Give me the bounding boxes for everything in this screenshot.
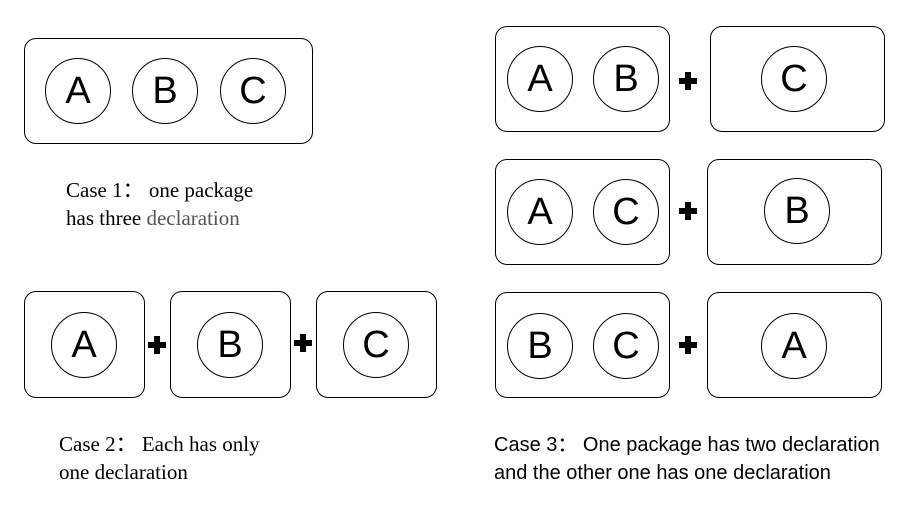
case2-package-c: C [316, 291, 437, 398]
case2-caption-line1: Case 2： Each has only [59, 432, 260, 456]
case3-row1-plus-icon [679, 72, 697, 90]
case3-row2-package-one: B [707, 159, 882, 265]
case1-package: A B C [24, 38, 313, 144]
case1-caption-line2-prefix: has three [66, 206, 147, 230]
case3-row1-package-two: A B [495, 26, 670, 132]
case3-row3-declaration-1: B [507, 313, 573, 379]
case2-package-b: B [170, 291, 291, 398]
case3-row3-declaration-2: C [593, 313, 659, 379]
case3-caption-line1: Case 3： One package has two declaration [494, 434, 880, 456]
case1-caption-line2-suffix: declaration [146, 206, 240, 230]
case1-caption-line1: Case 1： one package [66, 178, 254, 202]
case2-caption-line2: one declaration [59, 460, 188, 484]
case3-caption: Case 3： One package has two declaration … [494, 431, 880, 487]
case2-declaration-a: A [51, 312, 117, 378]
case3-row2-plus-icon [679, 202, 697, 220]
case1-declaration-b: B [132, 58, 198, 124]
case3-row2-declaration-single: B [764, 178, 830, 244]
case3-row2-package-two: A C [495, 159, 670, 265]
case3-caption-line2: and the other one has one declaration [494, 462, 831, 484]
case2-plus-icon-2 [294, 334, 312, 352]
case3-row3-package-two: B C [495, 292, 670, 398]
case2-package-a: A [24, 291, 145, 398]
case1-caption: Case 1： one package has three declaratio… [66, 176, 253, 232]
case3-row1-package-one: C [710, 26, 885, 132]
case3-row2-declaration-2: C [593, 179, 659, 245]
case1-declaration-c: C [220, 58, 286, 124]
case3-row3-plus-icon [679, 336, 697, 354]
case3-row3-package-one: A [707, 292, 882, 398]
case1-declaration-a: A [45, 58, 111, 124]
case3-row1-declaration-2: B [593, 46, 659, 112]
case2-caption: Case 2： Each has only one declaration [59, 430, 260, 486]
case3-row1-declaration-single: C [761, 46, 827, 112]
case3-row1-declaration-1: A [507, 46, 573, 112]
case2-declaration-b: B [197, 312, 263, 378]
case3-row2-declaration-1: A [507, 179, 573, 245]
case2-plus-icon-1 [148, 336, 166, 354]
case3-row3-declaration-single: A [761, 313, 827, 379]
case2-declaration-c: C [343, 312, 409, 378]
case1-caption-line2: has three declaration [66, 204, 253, 232]
